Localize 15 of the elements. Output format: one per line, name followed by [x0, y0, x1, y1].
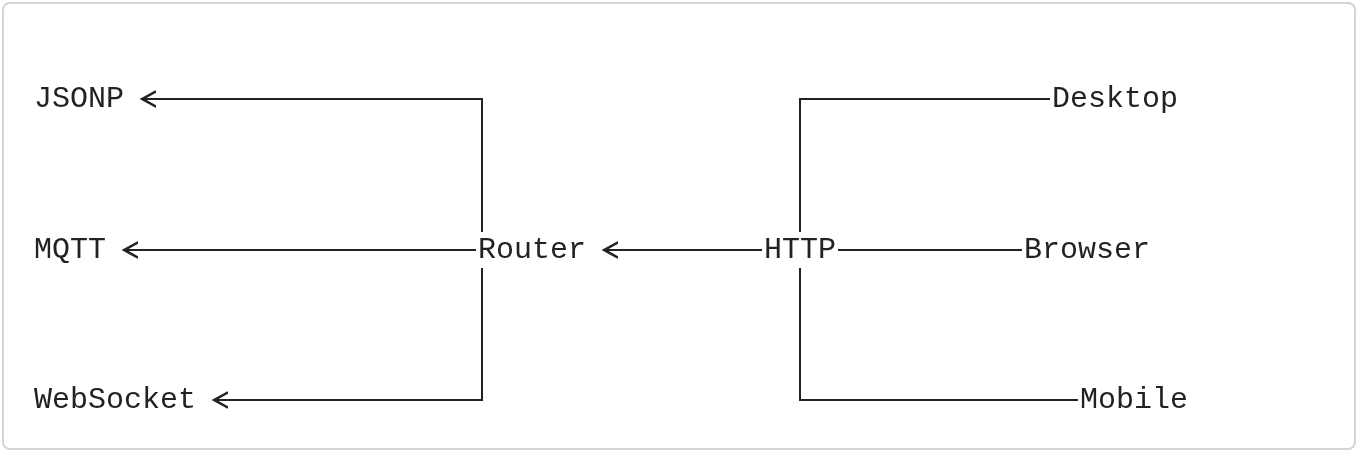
node-label: Router	[476, 232, 589, 268]
connector-line	[122, 241, 477, 259]
connector-line	[602, 241, 763, 259]
connector-line	[799, 267, 1079, 401]
connector-line	[799, 98, 1051, 233]
node-label: Mobile	[1078, 382, 1191, 418]
node-label: WebSocket	[32, 382, 199, 418]
node-label: Desktop	[1050, 81, 1181, 117]
node-label: JSONP	[32, 81, 126, 117]
node-label: MQTT	[32, 232, 108, 268]
connector-line	[140, 90, 483, 233]
connector-line	[837, 249, 1023, 251]
connector-line	[212, 267, 483, 409]
node-label: Browser	[1022, 232, 1153, 268]
node-label: HTTP	[762, 232, 838, 268]
